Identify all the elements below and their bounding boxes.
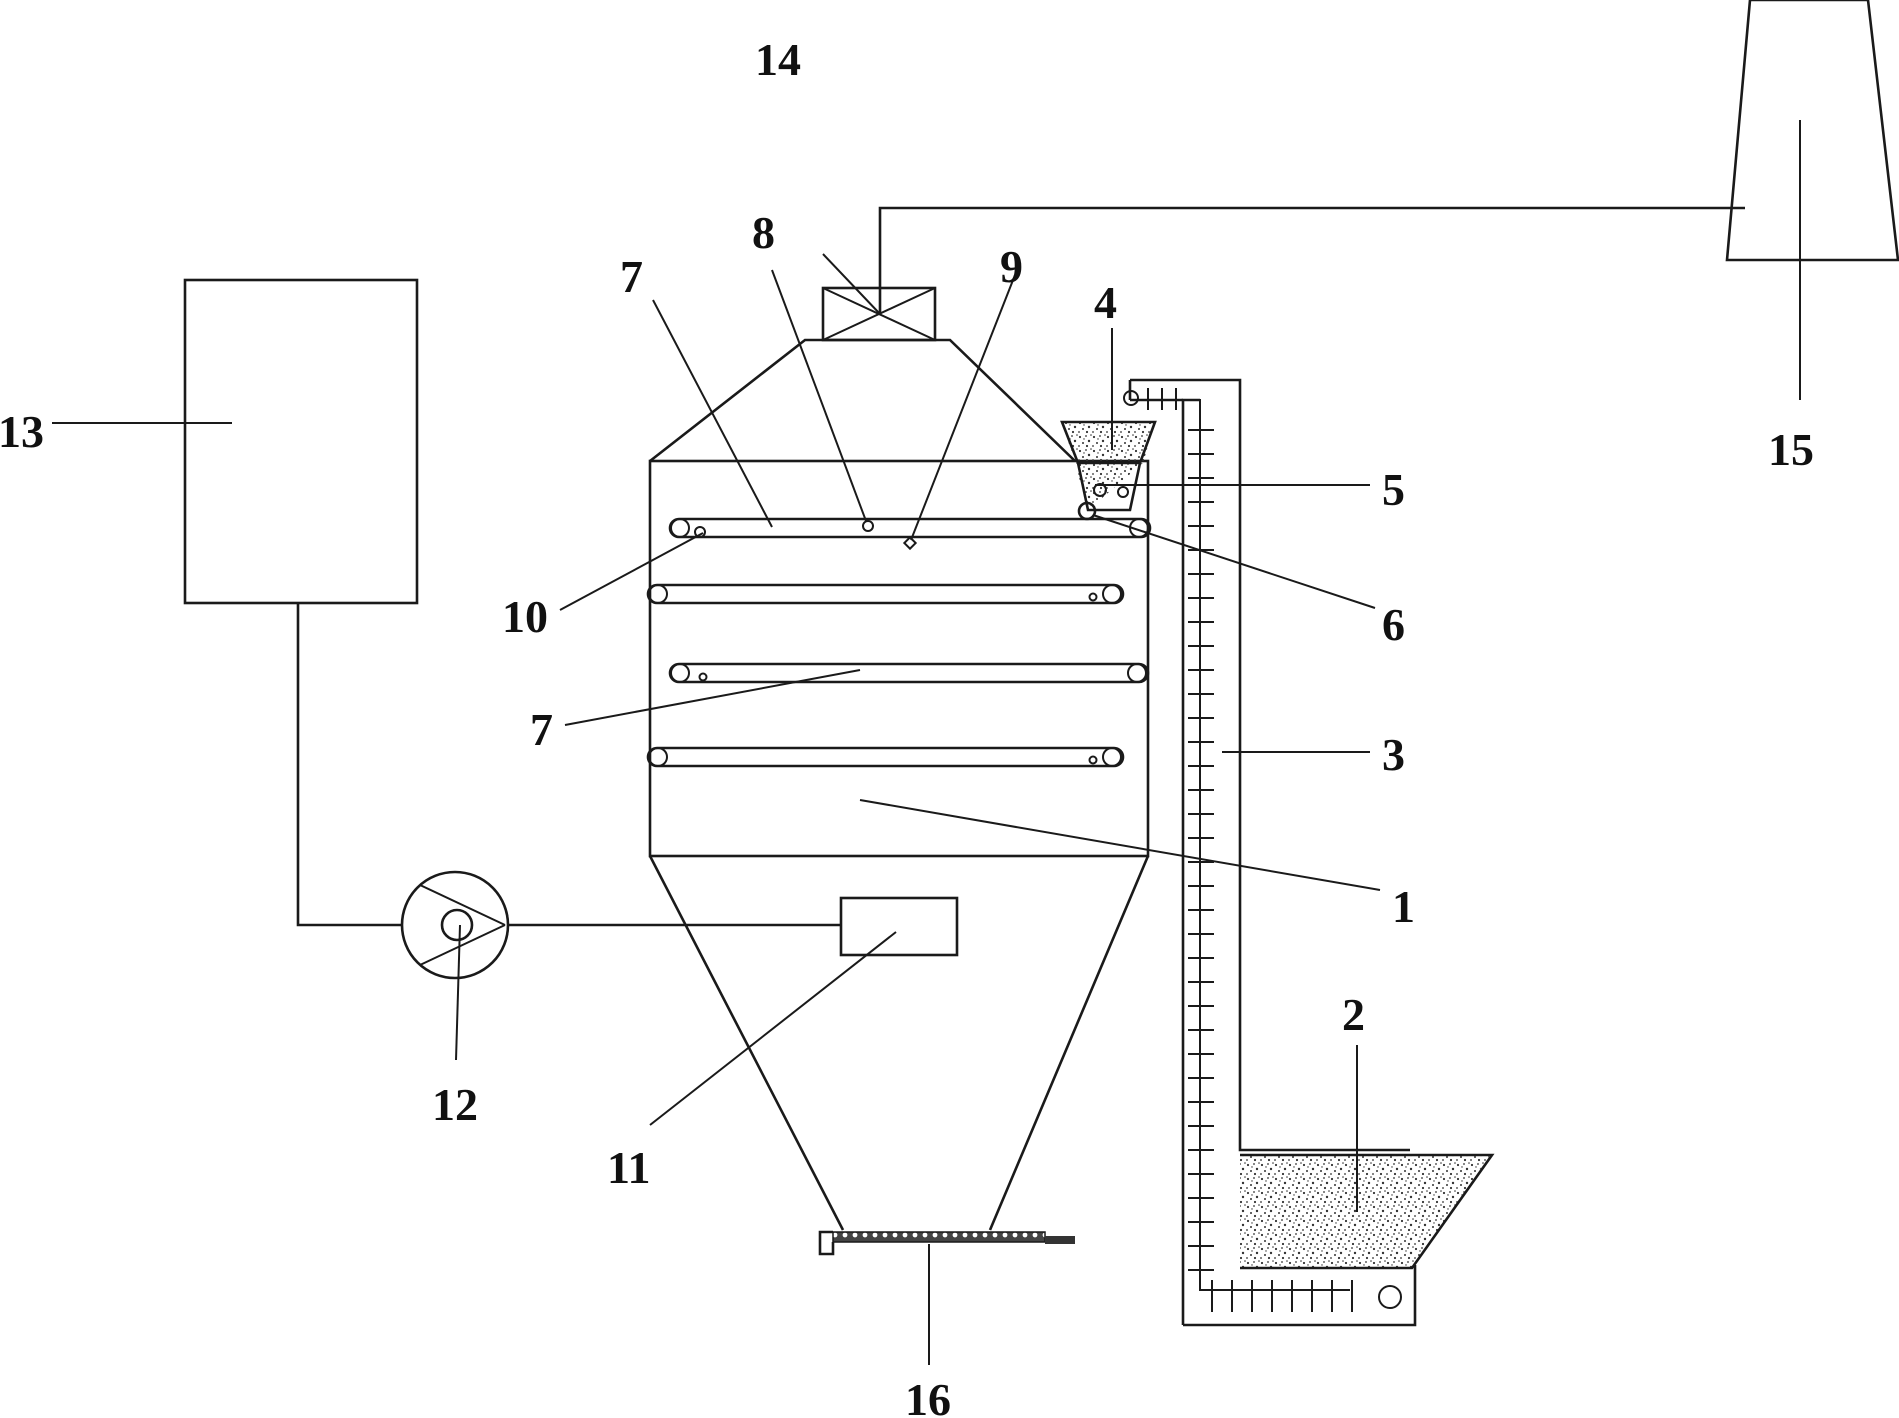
label-6: 6 <box>1382 599 1405 650</box>
sensor-9 <box>902 535 918 551</box>
chimney <box>1725 0 1899 262</box>
sensor-8 <box>862 520 874 532</box>
conveyor-belt-2 <box>646 583 1125 605</box>
leader-lines <box>52 120 1801 1365</box>
label-12: 12 <box>432 1079 478 1130</box>
label-15: 15 <box>1768 424 1814 475</box>
label-7-mid: 7 <box>530 704 553 755</box>
heat-source <box>183 278 419 605</box>
screw-discharge-conveyor <box>818 1230 1075 1256</box>
feed-hopper <box>1060 420 1157 521</box>
raw-material-bin <box>1240 1153 1495 1270</box>
label-8: 8 <box>752 207 775 258</box>
label-1: 1 <box>1392 881 1415 932</box>
drying-chamber <box>648 338 1150 1231</box>
label-9: 9 <box>1000 241 1023 292</box>
conveyor-belt-4 <box>646 746 1125 768</box>
label-4: 4 <box>1094 277 1117 328</box>
label-7-top: 7 <box>620 251 643 302</box>
label-11: 11 <box>607 1142 650 1193</box>
blower-fan <box>400 870 510 980</box>
label-14: 14 <box>755 34 801 85</box>
conveyor-belt-3 <box>668 662 1150 684</box>
label-2: 2 <box>1342 989 1365 1040</box>
hot-air-distributor <box>839 896 959 957</box>
conveyor-belt-1 <box>668 517 1152 539</box>
feed-roller <box>1077 501 1097 521</box>
sensor-10 <box>694 526 706 538</box>
label-16: 16 <box>905 1374 951 1418</box>
exhaust-fan <box>821 206 1745 342</box>
label-13: 13 <box>0 406 44 457</box>
bucket-elevator <box>1123 378 1417 1327</box>
label-3: 3 <box>1382 729 1405 780</box>
label-10: 10 <box>502 591 548 642</box>
label-5: 5 <box>1382 464 1405 515</box>
